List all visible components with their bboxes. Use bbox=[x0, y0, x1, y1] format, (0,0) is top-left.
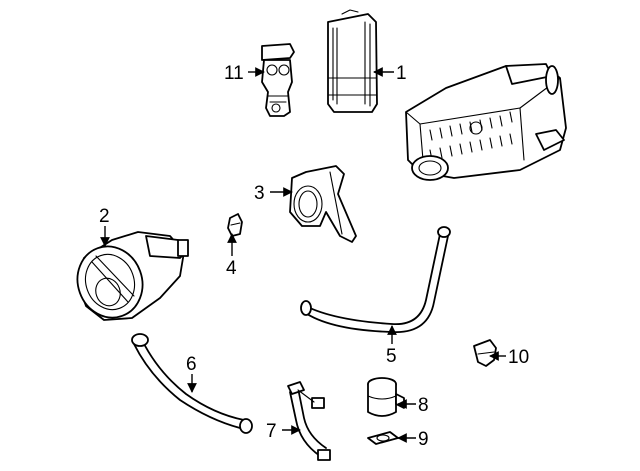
part-6-hose bbox=[131, 333, 253, 434]
callout-3: 3 bbox=[254, 183, 265, 204]
callout-11: 11 bbox=[224, 63, 244, 84]
callout-6: 6 bbox=[186, 354, 197, 375]
callout-10: 10 bbox=[508, 347, 529, 368]
part-7-hose bbox=[287, 381, 331, 461]
part-5-hose bbox=[300, 226, 451, 333]
callout-5: 5 bbox=[386, 346, 397, 367]
part-1-filter-element bbox=[327, 9, 378, 113]
callout-8: 8 bbox=[418, 395, 429, 416]
part-9-gasket bbox=[367, 431, 399, 445]
part-2-air-pump bbox=[76, 231, 189, 321]
air-cleaner-housing bbox=[405, 63, 567, 181]
callout-2: 2 bbox=[99, 206, 110, 227]
part-11-valve bbox=[261, 43, 295, 117]
part-10-sensor bbox=[473, 339, 497, 367]
part-4-fitting bbox=[227, 213, 243, 237]
callout-7: 7 bbox=[266, 421, 277, 442]
part-3-bracket bbox=[289, 165, 357, 243]
callout-9: 9 bbox=[418, 429, 429, 450]
callout-1: 1 bbox=[396, 63, 407, 84]
callout-4: 4 bbox=[226, 258, 237, 279]
part-8-valve bbox=[367, 377, 405, 417]
